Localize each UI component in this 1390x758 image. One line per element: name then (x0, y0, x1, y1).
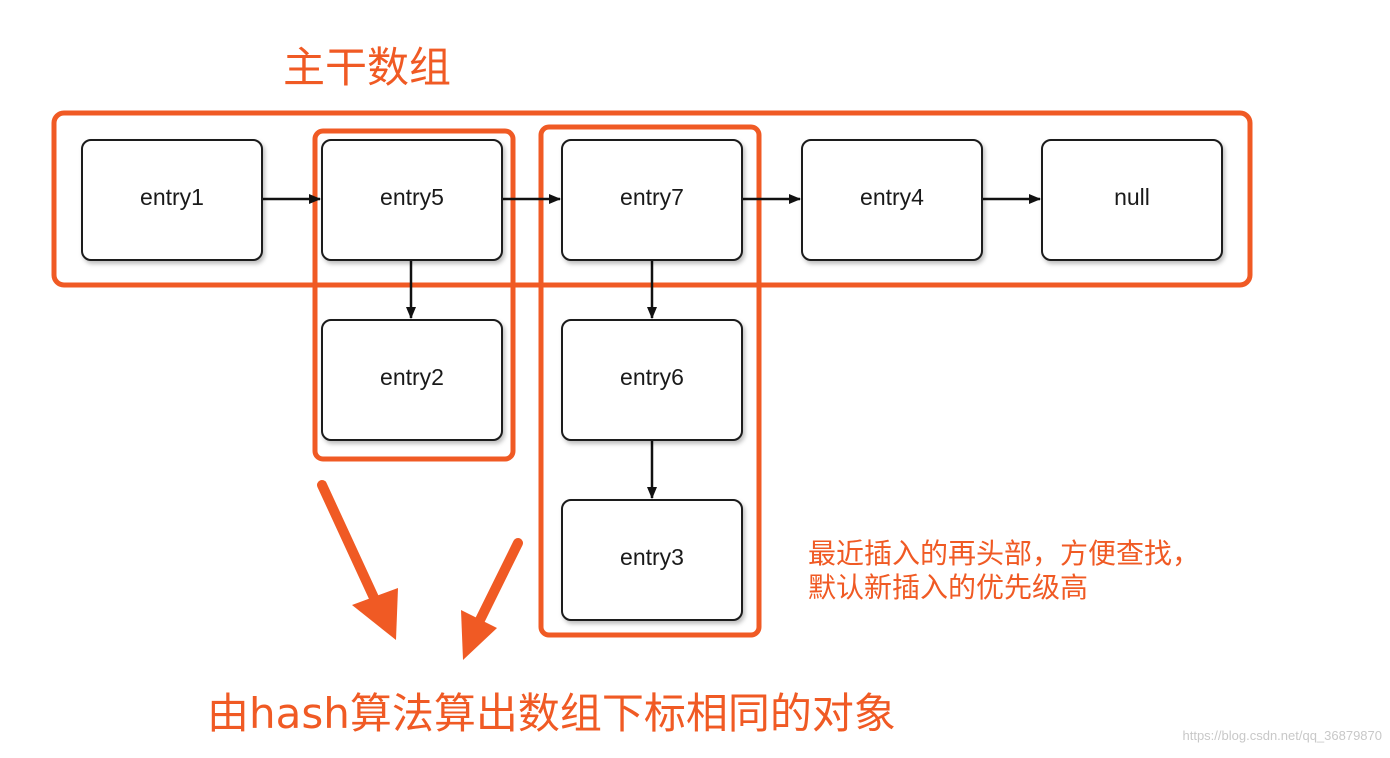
node-entry1: entry1 (81, 139, 263, 261)
note-text: 最近插入的再头部，方便查找， 默认新插入的优先级高 (808, 537, 1200, 605)
pointer-arrow-left (317, 480, 398, 640)
main-array-title: 主干数组 (283, 43, 452, 92)
node-entry2: entry2 (321, 319, 503, 441)
node-entry4: entry4 (801, 139, 983, 261)
node-entry6-label: entry6 (620, 364, 684, 390)
node-entry5-label: entry5 (380, 184, 444, 210)
node-entry3: entry3 (561, 499, 743, 621)
node-entry2-label: entry2 (380, 364, 444, 390)
note-line-2: 默认新插入的优先级高 (808, 571, 1089, 604)
bucket-entry5-highlight (312, 128, 516, 462)
watermark: https://blog.csdn.net/qq_36879870 (1182, 728, 1383, 743)
node-entry7-label: entry7 (620, 184, 684, 210)
node-entry4-label: entry4 (860, 184, 924, 210)
node-entry1-label: entry1 (140, 184, 204, 210)
node-entry5: entry5 (321, 139, 503, 261)
node-null-label: null (1114, 184, 1150, 210)
node-entry7: entry7 (561, 139, 743, 261)
note-line-1: 最近插入的再头部，方便查找， (808, 537, 1201, 570)
node-entry3-label: entry3 (620, 544, 684, 570)
node-entry6: entry6 (561, 319, 743, 441)
caption-text: 由hash算法算出数组下标相同的对象 (207, 689, 896, 738)
bucket-entry7-highlight (538, 124, 762, 638)
node-null: null (1041, 139, 1223, 261)
pointer-arrow-right (461, 538, 523, 660)
